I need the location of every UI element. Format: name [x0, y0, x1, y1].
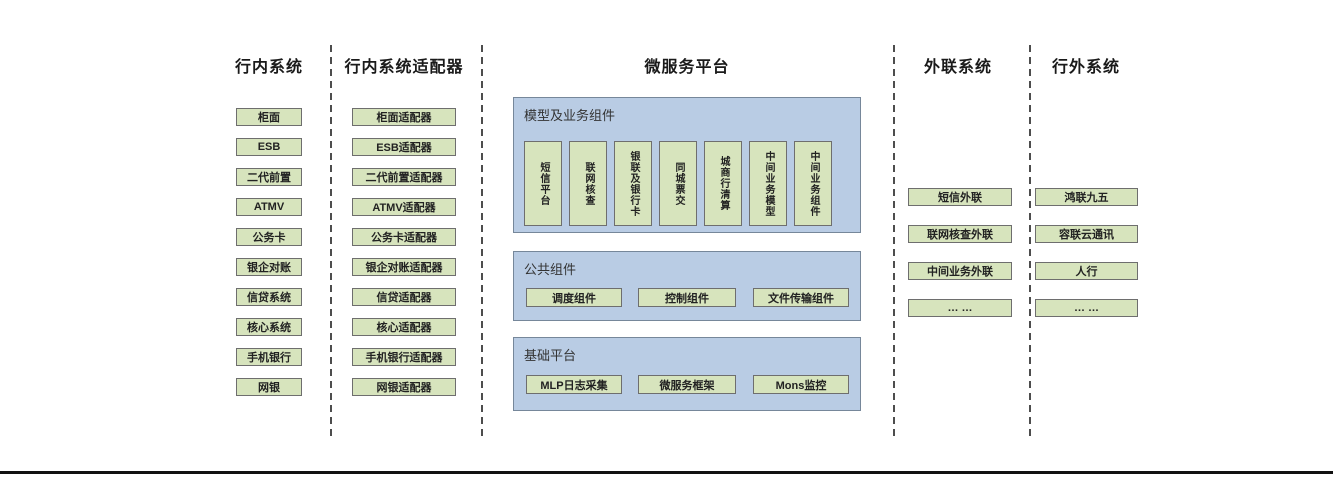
header-external-systems: 行外系统 [1051, 59, 1121, 76]
adapter-box: ATMV适配器 [352, 198, 456, 216]
bottom-divider [0, 471, 1333, 474]
adapter-box: 核心适配器 [352, 318, 456, 336]
base-platform-box: MLP日志采集 [526, 375, 622, 394]
external-system-box: 人行 [1035, 262, 1138, 280]
external-system-box: 容联云通讯 [1035, 225, 1138, 243]
internal-system-box: 二代前置 [236, 168, 302, 186]
outreach-system-box: … … [908, 299, 1012, 317]
common-component-box: 调度组件 [526, 288, 622, 307]
model-component-box: 短信平台 [524, 141, 562, 226]
outreach-system-box: 短信外联 [908, 188, 1012, 206]
internal-system-box: 银企对账 [236, 258, 302, 276]
adapter-box: 网银适配器 [352, 378, 456, 396]
adapter-box: 公务卡适配器 [352, 228, 456, 246]
model-component-box: 银联及银行卡 [614, 141, 652, 226]
internal-system-box: 公务卡 [236, 228, 302, 246]
adapter-box: 信贷适配器 [352, 288, 456, 306]
internal-system-box: 网银 [236, 378, 302, 396]
panel-title: 基础平台 [524, 348, 577, 363]
external-system-box: … … [1035, 299, 1138, 317]
model-component-box: 联网核查 [569, 141, 607, 226]
separator-line [1029, 45, 1031, 441]
separator-line [481, 45, 483, 441]
model-component-box: 城商行清算 [704, 141, 742, 226]
model-component-box: 中间业务组件 [794, 141, 832, 226]
separator-line [893, 45, 895, 441]
internal-system-box: ATMV [236, 198, 302, 216]
panel-title: 公共组件 [524, 262, 577, 277]
header-microservice-platform: 微服务平台 [644, 59, 730, 76]
panel-common-components: 公共组件 调度组件 控制组件 文件传输组件 [513, 251, 861, 321]
adapter-box: 手机银行适配器 [352, 348, 456, 366]
header-outreach-systems: 外联系统 [923, 59, 993, 76]
adapter-box: 银企对账适配器 [352, 258, 456, 276]
internal-system-box: 信贷系统 [236, 288, 302, 306]
model-component-box: 同城票交 [659, 141, 697, 226]
header-internal-systems: 行内系统 [234, 59, 304, 76]
panel-title: 模型及业务组件 [524, 108, 616, 123]
base-platform-box: 微服务框架 [638, 375, 736, 394]
outreach-system-box: 联网核查外联 [908, 225, 1012, 243]
common-component-box: 文件传输组件 [753, 288, 849, 307]
base-platform-box: Mons监控 [753, 375, 849, 394]
internal-system-box: ESB [236, 138, 302, 156]
internal-system-box: 柜面 [236, 108, 302, 126]
panel-model-business-components: 模型及业务组件 短信平台 联网核查 银联及银行卡 同城票交 城商行清算 中间业务… [513, 97, 861, 233]
external-system-box: 鸿联九五 [1035, 188, 1138, 206]
header-internal-adapters: 行内系统适配器 [344, 59, 464, 76]
adapter-box: 二代前置适配器 [352, 168, 456, 186]
common-component-box: 控制组件 [638, 288, 736, 307]
outreach-system-box: 中间业务外联 [908, 262, 1012, 280]
adapter-box: 柜面适配器 [352, 108, 456, 126]
adapter-box: ESB适配器 [352, 138, 456, 156]
separator-line [330, 45, 332, 441]
model-component-box: 中间业务模型 [749, 141, 787, 226]
panel-base-platform: 基础平台 MLP日志采集 微服务框架 Mons监控 [513, 337, 861, 411]
internal-system-box: 核心系统 [236, 318, 302, 336]
internal-system-box: 手机银行 [236, 348, 302, 366]
